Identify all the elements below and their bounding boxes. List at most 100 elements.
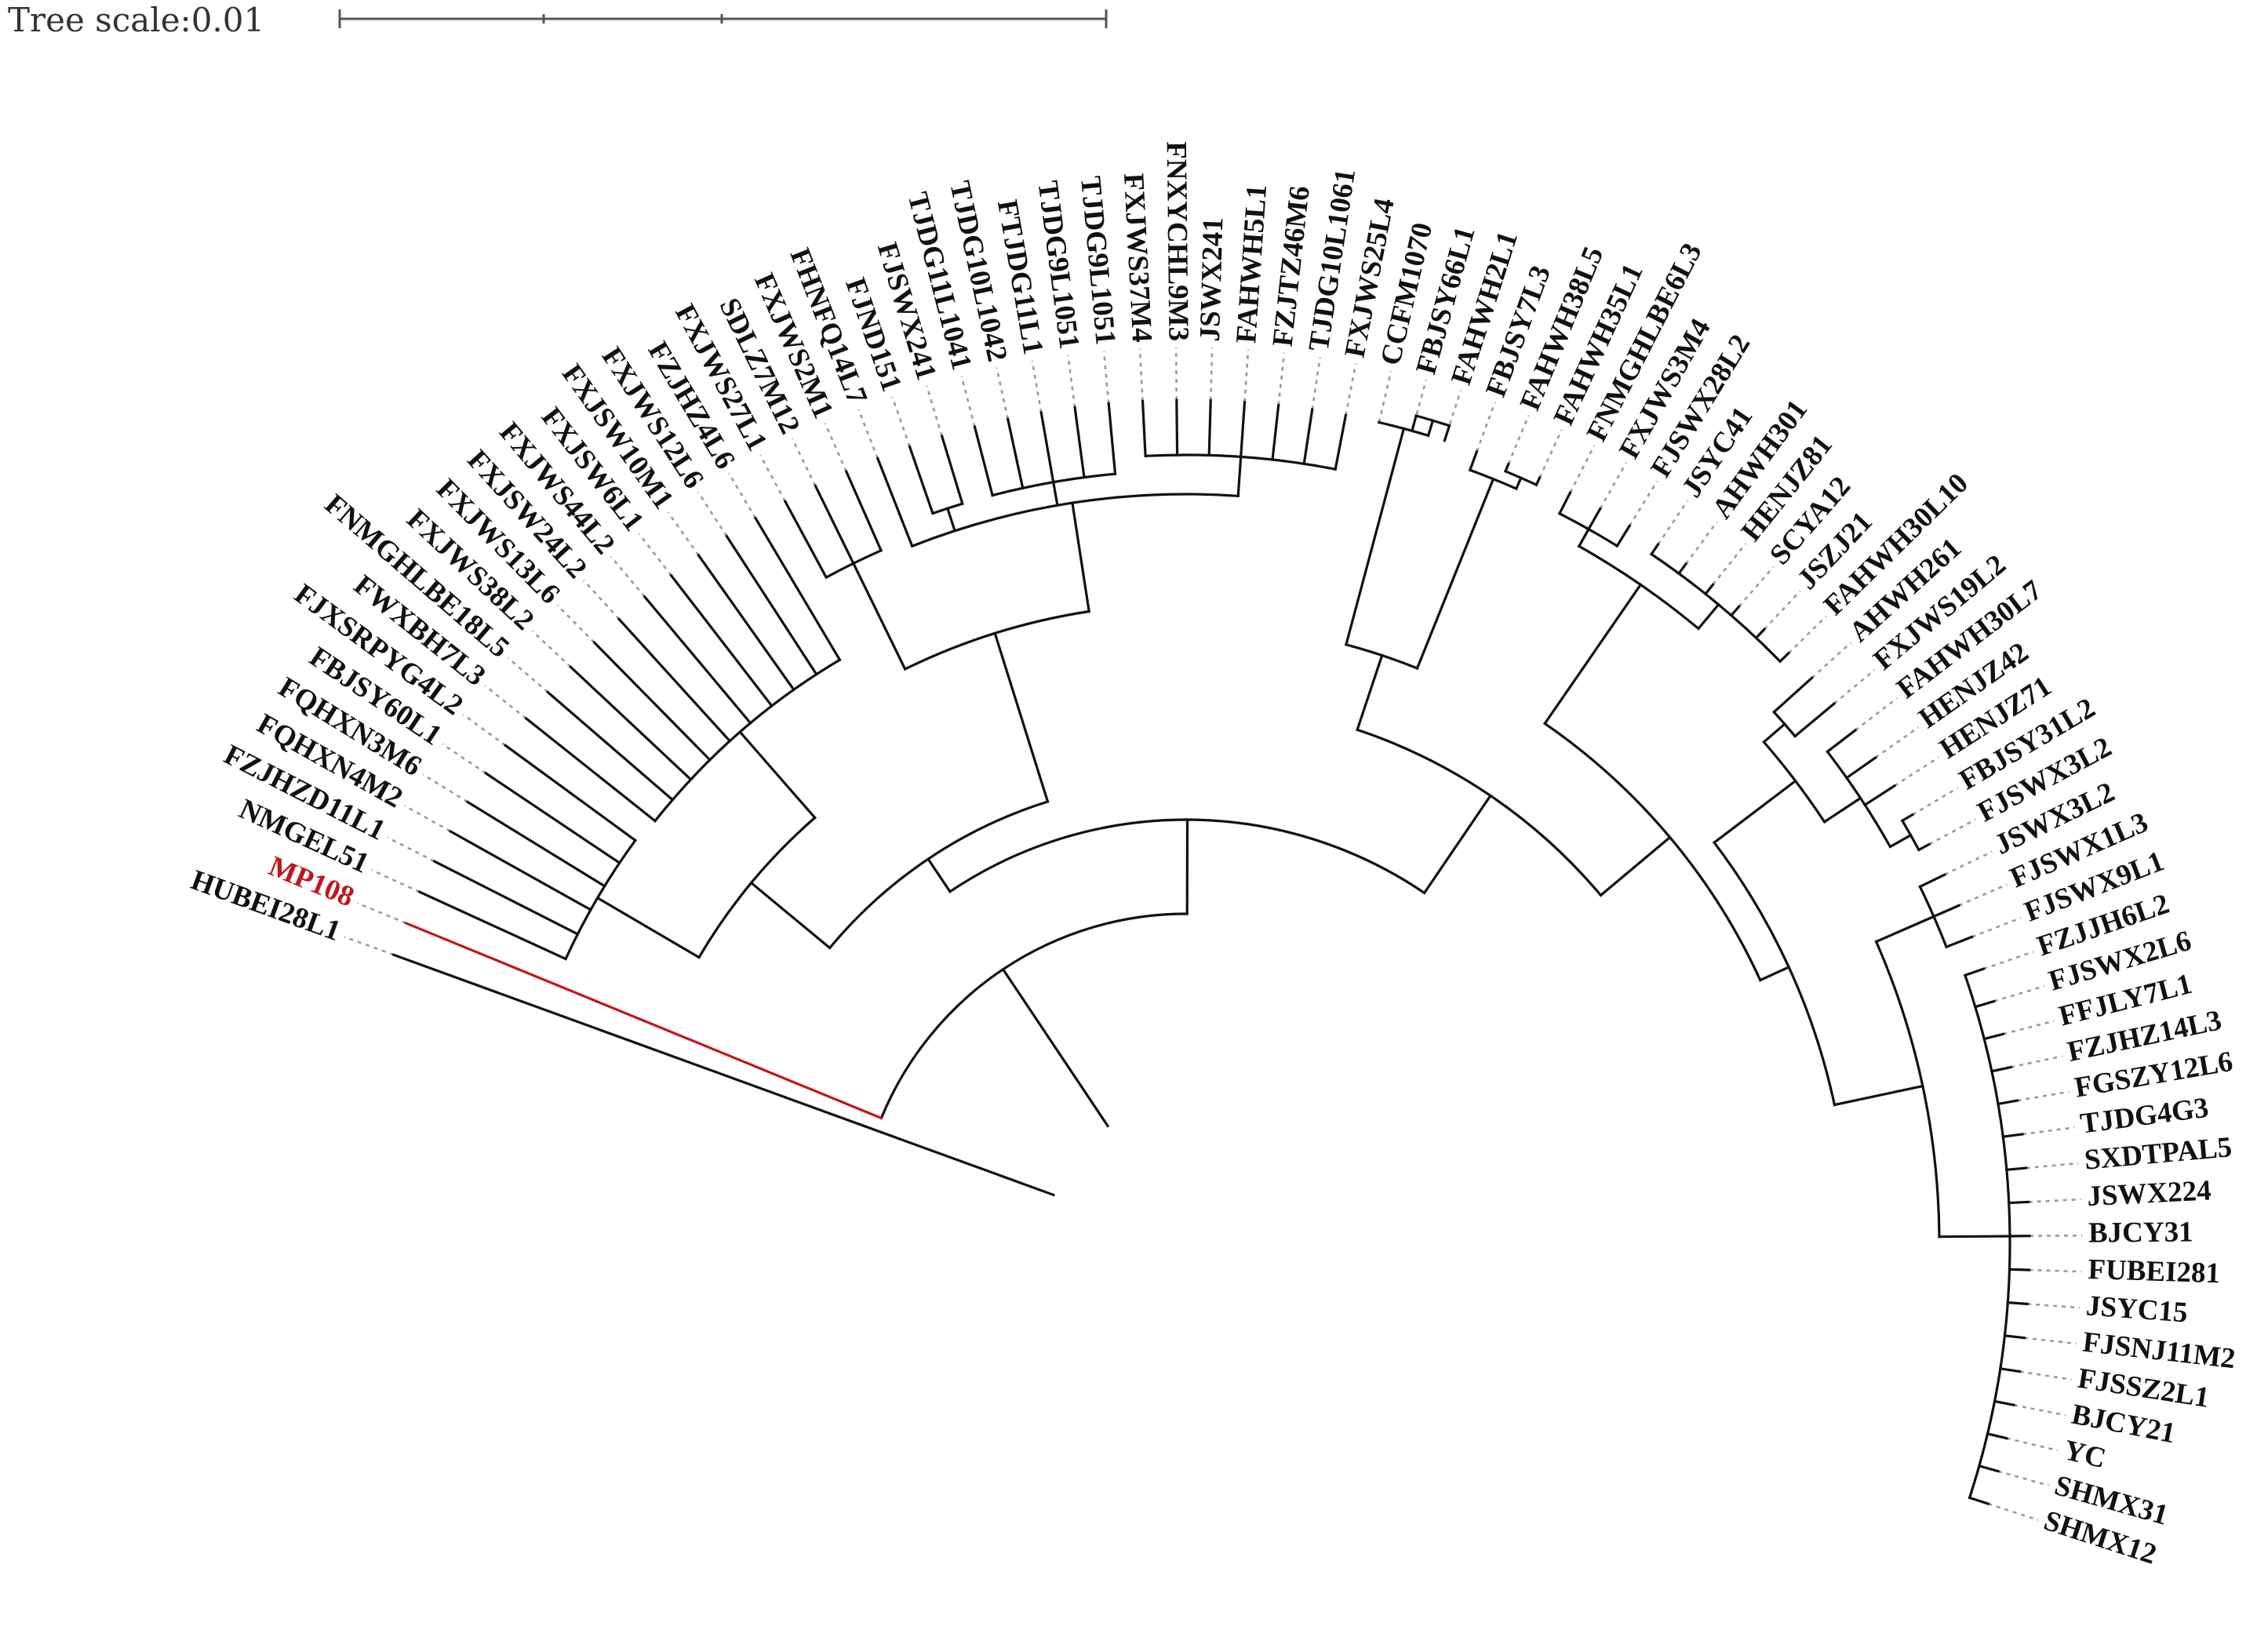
tree-branch	[940, 435, 964, 506]
tree-branch	[1977, 1464, 2000, 1473]
tree-branch	[669, 573, 774, 708]
leaf-labels: HUBEI28L1MP108NMGEL51FZJHZD11L1FQHXN4M2F…	[187, 141, 2237, 1571]
tree-branch	[1503, 462, 1510, 473]
tree-branch	[1415, 477, 1495, 671]
tree-branch	[1534, 475, 1542, 487]
leaf-guide	[1657, 500, 1689, 545]
tree-branch	[1443, 424, 1451, 442]
tree-arc	[879, 912, 1189, 1120]
tree-arc	[1900, 819, 1921, 852]
leaf-guide	[697, 491, 728, 537]
tree-branch	[1207, 398, 1212, 457]
leaf-guide	[1031, 360, 1043, 413]
leaf-guide	[484, 685, 527, 719]
tree-branch	[1236, 455, 1243, 498]
tree-arc	[948, 818, 1426, 895]
leaf-guide	[1833, 669, 1876, 704]
leaf-guide	[1209, 347, 1214, 401]
leaf-guide	[1174, 347, 1178, 401]
tree-branch	[1900, 813, 1914, 823]
leaf-guide	[2024, 1337, 2077, 1345]
tree-branch	[2005, 1166, 2028, 1172]
tree-branch	[926, 857, 952, 893]
leaf-guide	[2029, 1234, 2083, 1237]
tree-branch	[1344, 427, 1406, 646]
leaf-guide	[791, 438, 817, 486]
leaf-label: FAHWH5L1	[1230, 184, 1273, 344]
leaf-guide	[1538, 429, 1563, 478]
leaf-guide	[531, 630, 572, 668]
leaf-guide	[1944, 850, 1993, 876]
tree-branch	[783, 500, 828, 580]
tree-branch	[2003, 1334, 2026, 1340]
tree-branch	[1793, 701, 1837, 738]
leaf-guides	[344, 347, 2083, 1522]
leaf-guide	[1983, 951, 2034, 970]
tree-branch	[1239, 400, 1247, 459]
tree-arc	[1649, 552, 1782, 664]
tree-branch	[1468, 449, 1479, 472]
leaf-guide	[371, 869, 420, 893]
leaf-label: BJCY31	[2088, 1216, 2193, 1249]
leaf-guide	[1997, 1470, 2049, 1487]
tree-branch	[1822, 796, 1862, 824]
tree-arc	[828, 799, 1050, 950]
tree-branch	[1874, 915, 1936, 944]
tree-branch	[1586, 507, 1602, 531]
tree-branch	[1175, 398, 1179, 457]
leaf-guide	[422, 773, 468, 803]
leaf-guide	[1243, 349, 1250, 402]
tree-branch	[1931, 904, 1961, 918]
tree-branch	[1001, 967, 1110, 1128]
tree-branch	[1577, 527, 1591, 548]
tree-branch	[993, 631, 1050, 804]
leaf-guide	[1599, 462, 1627, 510]
tree-branch	[1944, 935, 1974, 949]
leaf-guide	[1894, 756, 1940, 787]
tree-branch	[1758, 965, 1791, 982]
leaf-guide	[2003, 1020, 2055, 1035]
tree-branch	[1039, 411, 1055, 484]
leaf-guide	[1476, 402, 1496, 453]
tree-branch	[1696, 602, 1720, 631]
leaf-guide	[2006, 1437, 2059, 1452]
tree-branch	[1599, 835, 1672, 897]
tree-branch	[1963, 967, 1986, 977]
leaf-guide	[387, 836, 435, 863]
tree-branch	[908, 445, 935, 515]
tree-arc	[697, 816, 817, 959]
leaf-guide	[1345, 363, 1357, 416]
tree-branch	[1729, 604, 1741, 617]
leaf-label: SXDTPAL5	[2083, 1131, 2233, 1177]
leaf-guide	[2019, 1370, 2072, 1381]
leaf-guide	[1138, 348, 1144, 402]
tree-arc	[1577, 544, 1701, 631]
tree-branch	[592, 640, 712, 762]
tree-branch	[945, 507, 957, 533]
leaf-guide	[667, 511, 700, 556]
leaf-guide	[507, 657, 549, 693]
tree-arc	[903, 609, 1091, 671]
tree-branch	[876, 457, 914, 548]
tree-branch	[417, 889, 568, 961]
tree-branch	[484, 771, 621, 865]
tree-arc	[1826, 750, 1892, 849]
leaf-guide	[759, 454, 787, 502]
tree-branch	[1993, 1399, 2015, 1407]
tree-branch	[448, 829, 593, 912]
leaf-guide	[462, 713, 507, 747]
tree-branch	[2008, 1268, 2031, 1271]
tree-branch	[1141, 399, 1147, 457]
leaf-guide	[442, 743, 487, 774]
leaf-guide	[1928, 818, 1976, 846]
tree-branch	[1772, 675, 1814, 715]
leaf-label: YC	[2061, 1434, 2109, 1475]
leaf-guide	[610, 555, 646, 598]
leaf-guide	[2026, 1162, 2079, 1169]
tree-branch	[1982, 1032, 2005, 1041]
tree-branch	[1844, 755, 1878, 780]
tree-branch	[1862, 784, 1897, 807]
leaf-guide	[1987, 1502, 2039, 1522]
tree-branch	[1826, 728, 1858, 754]
tree-branch	[432, 859, 580, 937]
